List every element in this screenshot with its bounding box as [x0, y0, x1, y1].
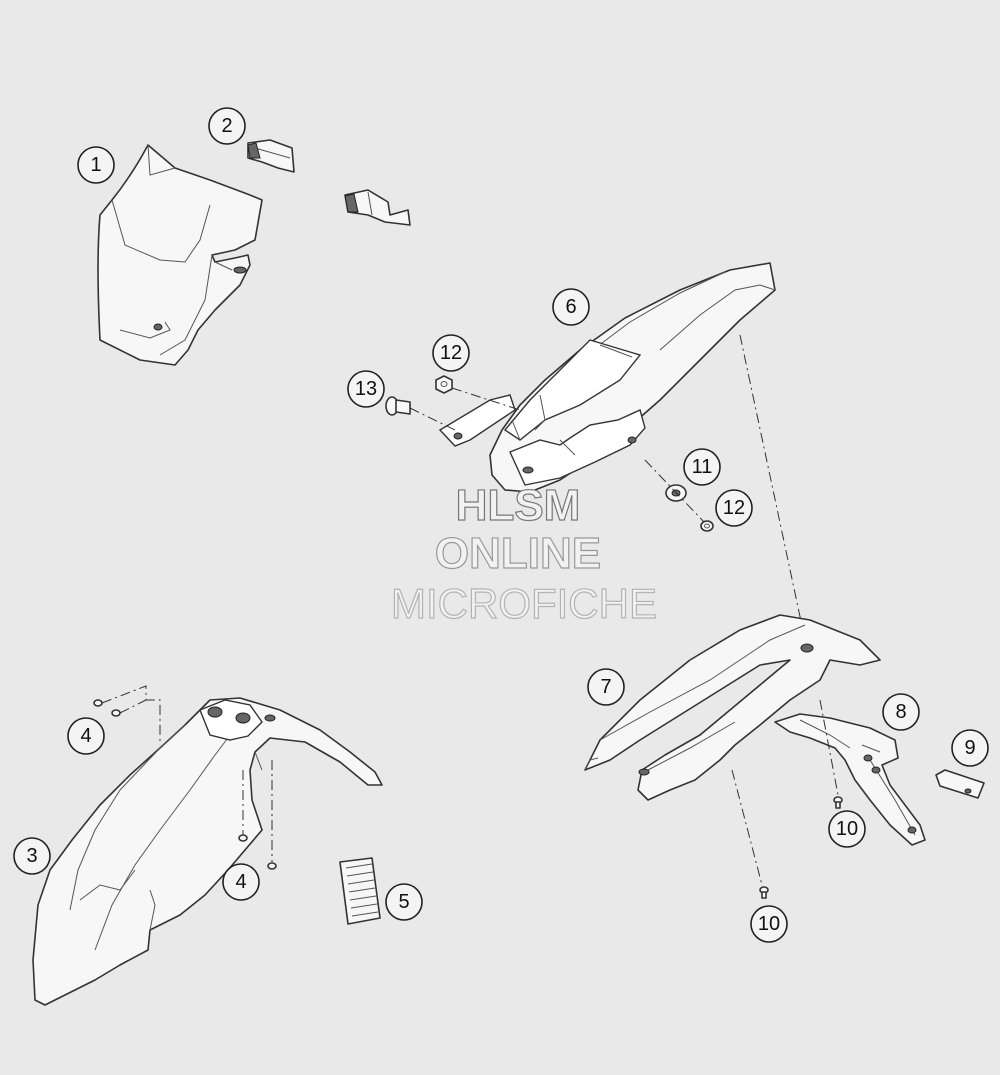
rear-fender-part — [489, 262, 776, 493]
callout-cable-clip: 2 — [208, 107, 246, 145]
callout-headlight-mask: 1 — [77, 146, 115, 184]
callout-label: 7 — [600, 676, 611, 698]
callout-label: 4 — [80, 725, 91, 747]
collar-bolt-part — [385, 396, 411, 416]
callout-label: 1 — [90, 154, 101, 176]
screw-front-upper-part — [93, 699, 121, 717]
callout-label: 5 — [398, 891, 409, 913]
watermark-line-2: ONLINE — [435, 529, 601, 578]
callout-decal: 5 — [385, 883, 423, 921]
callout-screw-front-lower: 4 — [222, 863, 260, 901]
headlight-mask-part — [97, 144, 263, 366]
callout-screw-license: 10 — [828, 810, 866, 848]
fender-bracket-part — [438, 394, 516, 447]
screw-license-part — [833, 796, 843, 809]
callout-nut-upper: 12 — [432, 334, 470, 372]
callout-license-holder: 8 — [882, 693, 920, 731]
side-panel-part — [584, 614, 881, 801]
screw-front-upper-axis — [101, 685, 161, 745]
license-holder-part — [774, 713, 926, 846]
callout-grommet: 11 — [683, 448, 721, 486]
nut-lower-part — [700, 520, 714, 532]
callout-label: 10 — [758, 913, 780, 935]
callout-rear-fender: 6 — [552, 288, 590, 326]
callout-label: 10 — [836, 818, 858, 840]
callout-screw-front-upper: 4 — [67, 717, 105, 755]
callout-label: 11 — [692, 456, 713, 478]
callout-label: 9 — [964, 737, 975, 759]
callout-label: 4 — [235, 871, 246, 893]
callout-label: 13 — [355, 378, 377, 400]
callout-label: 12 — [440, 342, 462, 364]
front-fender-part — [32, 697, 383, 1006]
callout-front-fender: 3 — [13, 837, 51, 875]
nut-upper-part — [435, 375, 453, 394]
nut-upper-axis — [451, 387, 521, 411]
screw-front-lower-axis — [242, 760, 273, 862]
callout-nut-lower: 12 — [715, 489, 753, 527]
watermark-line-3: MICROFICHE — [391, 580, 657, 627]
reflector-part — [935, 769, 985, 799]
callout-label: 8 — [895, 701, 906, 723]
callout-screw-side-panel: 10 — [750, 905, 788, 943]
callout-collar-bolt: 13 — [347, 370, 385, 408]
screw-side-panel-axis — [731, 769, 763, 886]
decal-part — [339, 857, 381, 925]
callout-label: 3 — [26, 845, 37, 867]
callout-label: 2 — [221, 115, 232, 137]
cable-clip-part — [247, 139, 411, 226]
callout-reflector: 9 — [951, 729, 989, 767]
watermark-line-1: HLSM — [456, 481, 581, 530]
callout-side-panel: 7 — [587, 668, 625, 706]
callout-label: 6 — [565, 296, 576, 318]
screw-side-panel-part — [759, 886, 769, 899]
rear-fender-mount-axis — [739, 334, 806, 641]
callout-label: 12 — [723, 497, 745, 519]
screw-license-axis — [819, 699, 839, 796]
grommet-axis — [644, 459, 705, 523]
collar-bolt-axis — [409, 407, 456, 431]
